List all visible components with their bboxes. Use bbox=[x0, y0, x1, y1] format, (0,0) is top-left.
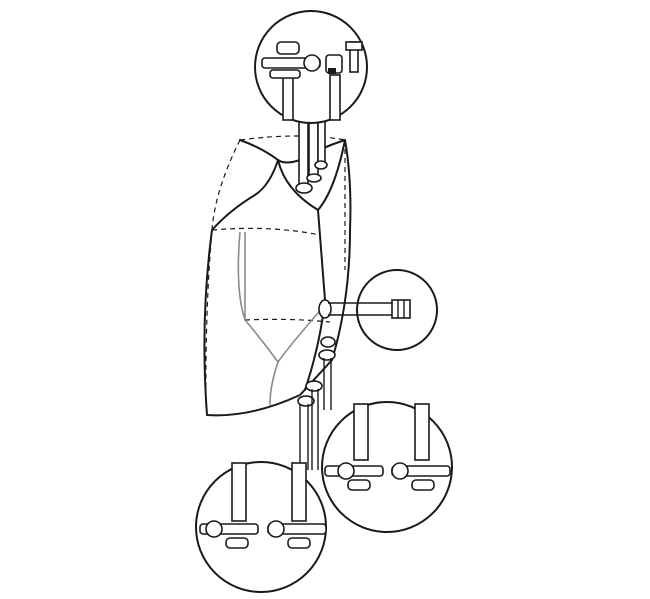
callout-top-collar bbox=[269, 69, 301, 79]
callout-top-cap bbox=[345, 41, 363, 51]
callout-top bbox=[254, 10, 368, 124]
top-port-1 bbox=[295, 182, 313, 194]
callout-top-black-clip bbox=[328, 68, 336, 74]
lower-port-3 bbox=[305, 380, 323, 392]
callout-ll-nut-1 bbox=[205, 520, 223, 538]
lower-pipes bbox=[299, 358, 332, 470]
callout-ll-nut-2 bbox=[267, 520, 285, 538]
enclosure bbox=[203, 135, 352, 417]
callout-connector bbox=[356, 269, 438, 351]
top-pipes bbox=[295, 115, 328, 194]
callout-ll-handle-2 bbox=[287, 537, 311, 549]
enclosure-front-seam bbox=[277, 159, 326, 391]
top-port-2 bbox=[306, 173, 322, 183]
lower-ports bbox=[297, 336, 336, 407]
callout-ll-pipe-2 bbox=[291, 462, 307, 522]
callout-lr-nut-1 bbox=[337, 462, 355, 480]
callout-ll-pipe-1 bbox=[231, 462, 247, 522]
callout-top-pipe-right bbox=[329, 74, 341, 121]
callout-top-valve-handle bbox=[276, 41, 300, 55]
enclosure-back-dashed-outline bbox=[205, 135, 346, 411]
callout-lr-nut-2 bbox=[391, 462, 409, 480]
callout-lr-pipe-1 bbox=[353, 403, 369, 461]
callout-lr-handle-1 bbox=[347, 479, 371, 491]
enclosure-right-face bbox=[317, 139, 346, 211]
callout-top-pipe-left bbox=[282, 74, 294, 121]
lower-port-1 bbox=[320, 336, 336, 348]
callout-lower-left bbox=[195, 461, 327, 593]
lower-port-2 bbox=[318, 349, 336, 361]
enclosure-hidden-edges bbox=[237, 231, 326, 406]
side-port bbox=[318, 299, 332, 319]
pipe-fitting-icon bbox=[391, 299, 411, 319]
callout-lr-handle-2 bbox=[411, 479, 435, 491]
callout-lower-right bbox=[321, 401, 453, 533]
enclosure-front-outline bbox=[203, 139, 352, 417]
lower-port-4 bbox=[297, 395, 315, 407]
top-port-3 bbox=[314, 160, 328, 170]
callout-lr-pipe-2 bbox=[414, 403, 430, 461]
top-pipe-2 bbox=[308, 117, 319, 179]
callout-ll-handle-1 bbox=[225, 537, 249, 549]
callout-top-nut bbox=[303, 54, 321, 72]
